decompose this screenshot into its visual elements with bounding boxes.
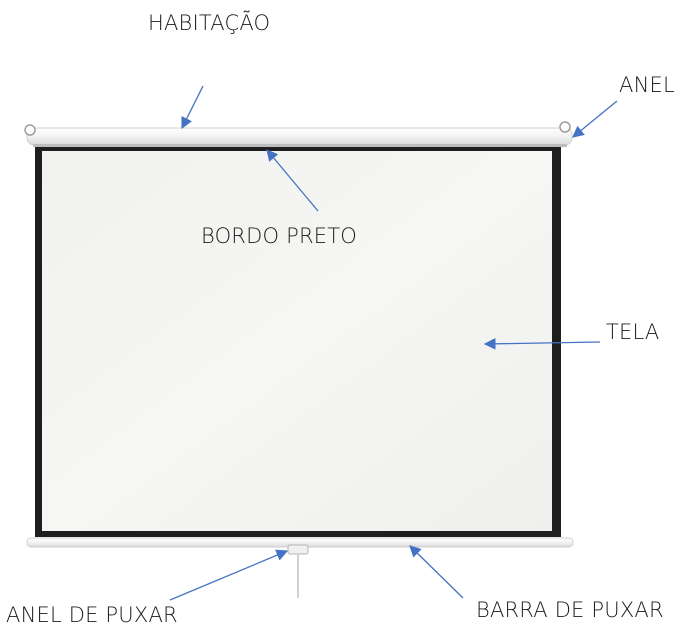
label-barra-de-puxar: BARRA DE PUXAR [476,598,664,622]
arrow-tela [483,337,601,350]
arrow-barra-de-puxar [409,545,464,599]
arrow-anel-de-puxar [169,549,289,601]
screen-surface [42,151,552,531]
hanging-ring-left [24,124,36,136]
pull-ring [287,544,309,598]
arrow-habitacao [181,85,204,130]
housing-tube [26,127,573,147]
arrow-anel [572,100,618,138]
arrow-bordo-preto [266,149,319,212]
label-anel: ANEL [619,73,675,97]
hanging-ring-right [559,121,571,133]
label-bordo-preto: BORDO PRETO [201,224,357,248]
label-anel-de-puxar: ANEL DE PUXAR [6,603,178,627]
label-tela: TELA [606,320,660,344]
label-habitacao: HABITAÇÃO [148,11,271,35]
